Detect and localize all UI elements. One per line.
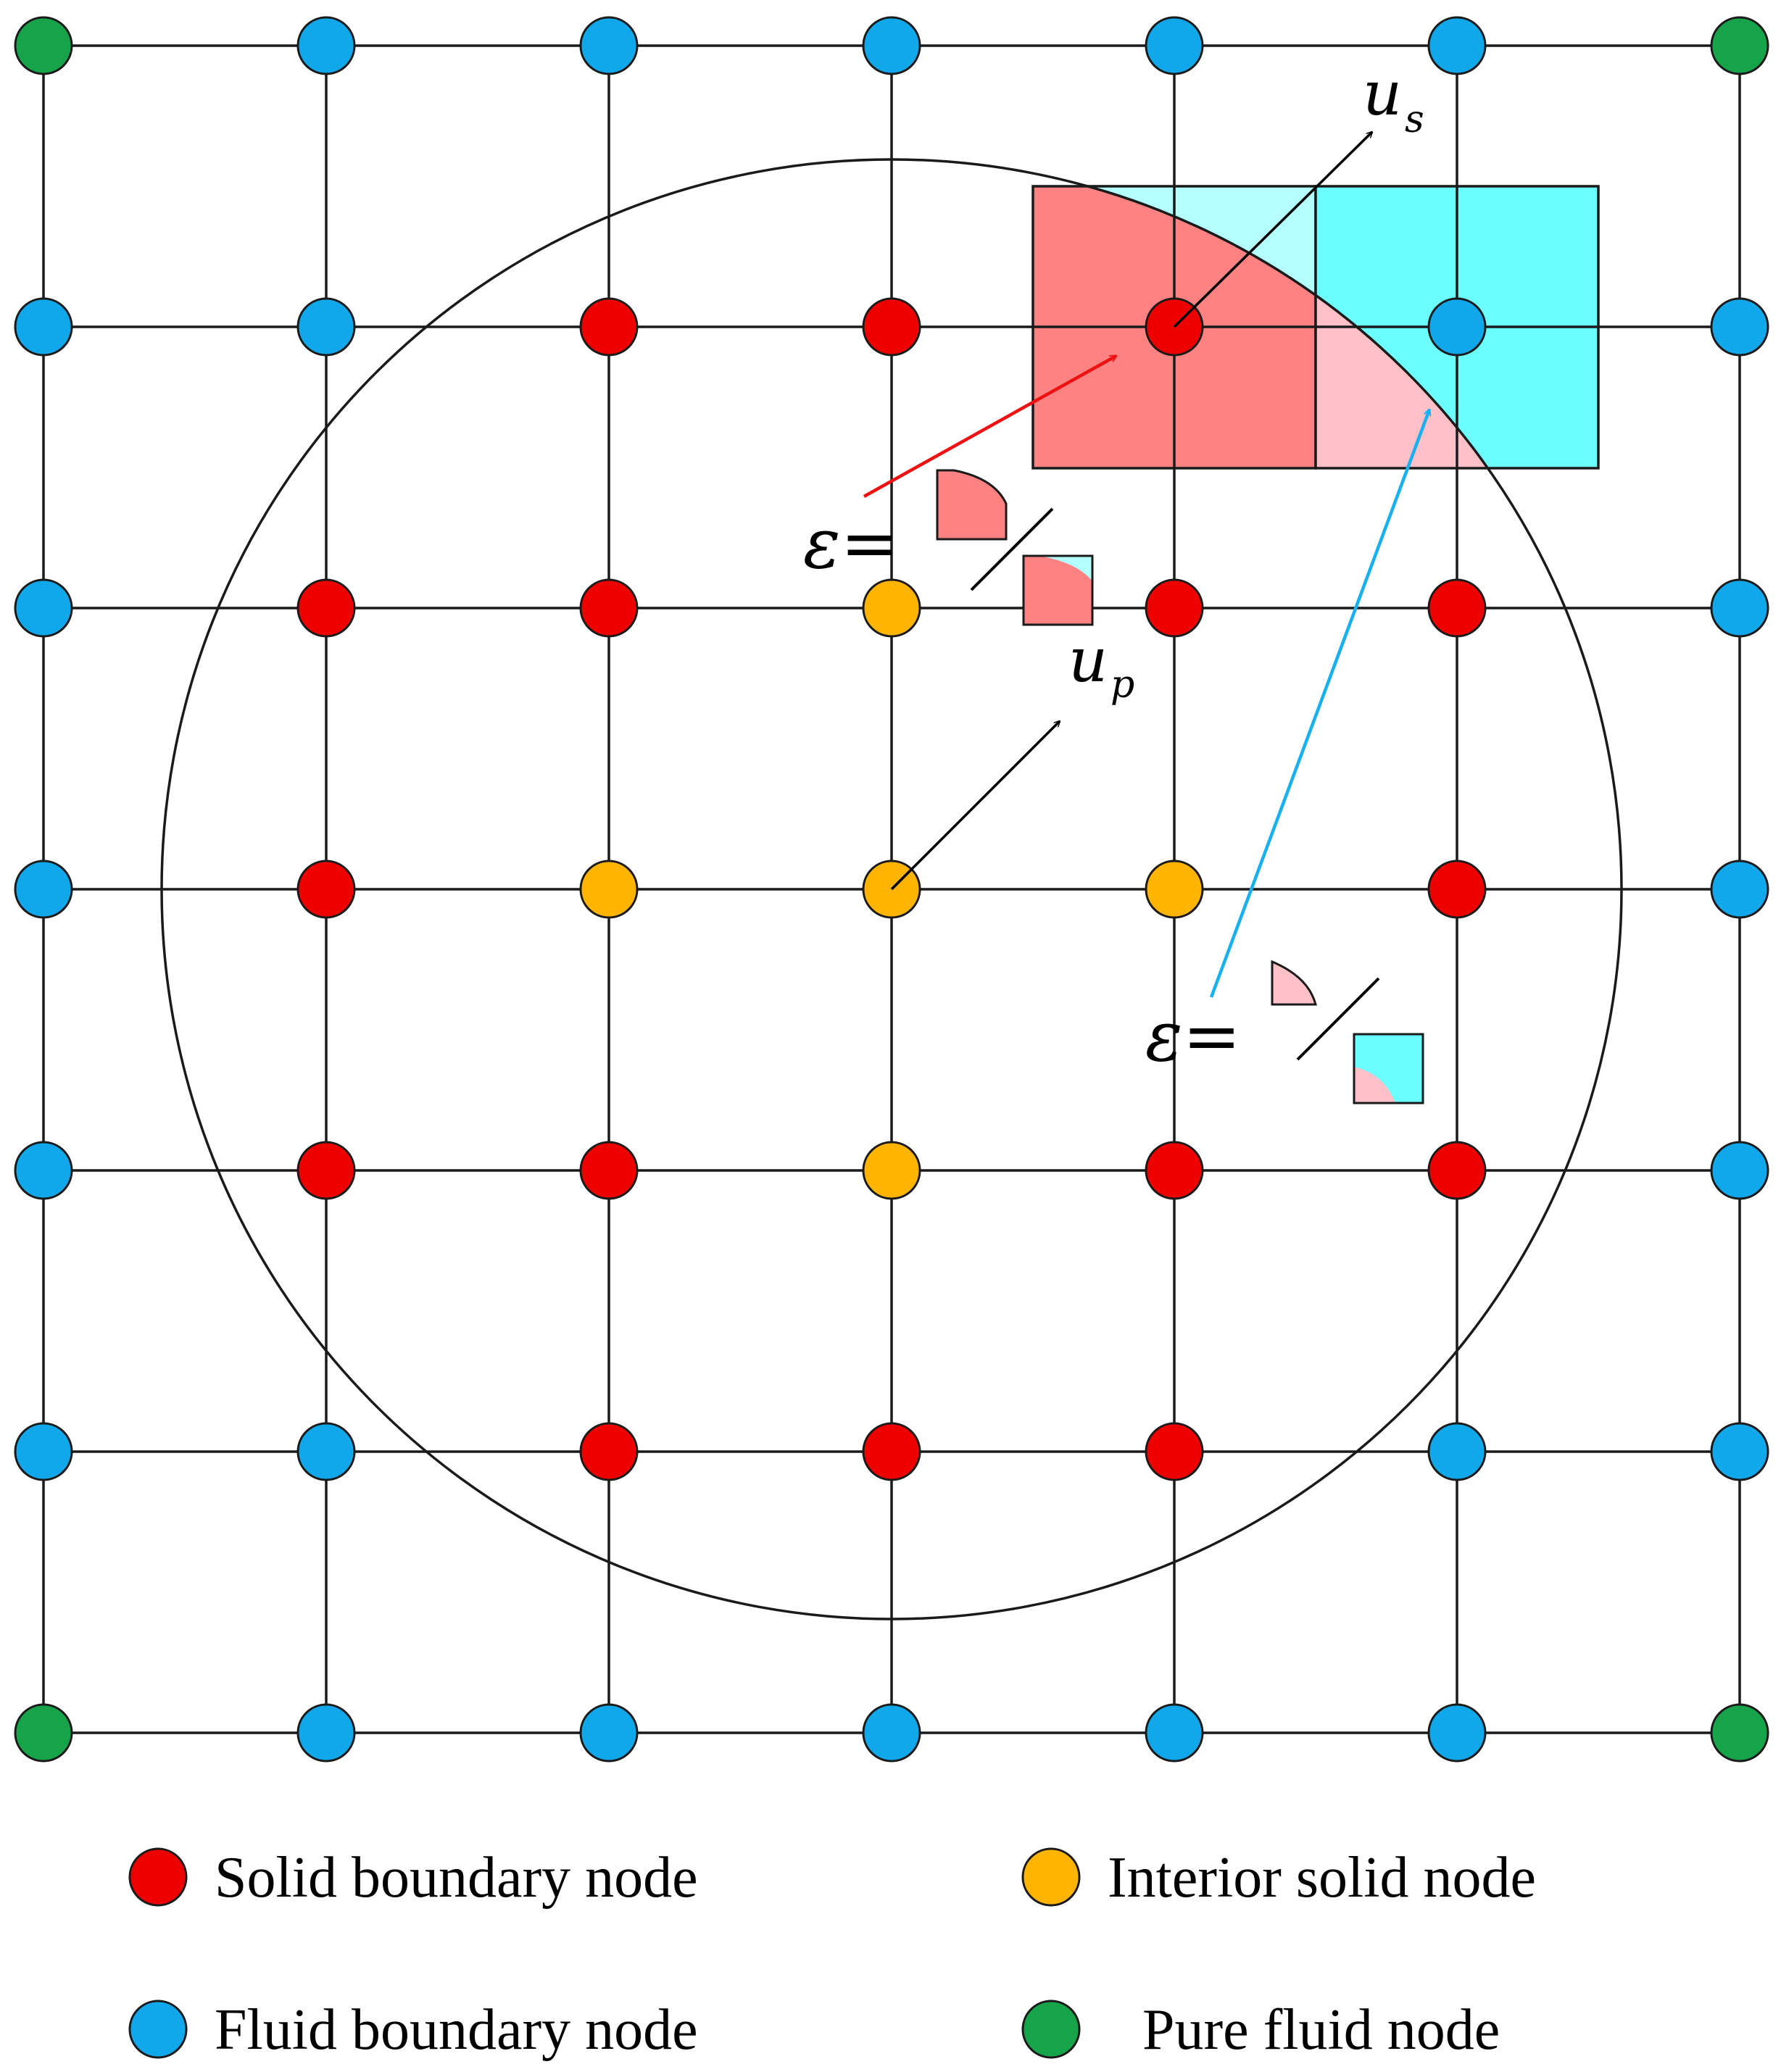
fluid-boundary-node <box>296 16 356 75</box>
legend-label-fluid-boundary: Fluid boundary node <box>215 1998 698 2062</box>
solid-fraction-pointer-arrow <box>863 354 1116 498</box>
fluid-boundary-node <box>579 16 639 75</box>
solid-boundary-node <box>579 1141 639 1200</box>
u-p-label: u p <box>1068 625 1134 707</box>
legend-label-pure-fluid: Pure fluid node <box>1142 1998 1500 2062</box>
epsilon-equals-lower: ε= <box>1145 996 1241 1077</box>
fluid-boundary-node <box>1710 297 1769 357</box>
interior-solid-swatch <box>1021 1847 1081 1907</box>
u-s-label: u s <box>1363 58 1424 141</box>
fluid-boundary-node <box>296 1422 356 1481</box>
legend-item-fluid-boundary: Fluid boundary node <box>128 1998 698 2062</box>
solid-boundary-node <box>579 297 639 357</box>
interior-solid-node <box>862 578 921 638</box>
cell-area-denominator-shape <box>1022 554 1094 626</box>
fluid-boundary-node <box>579 1703 639 1763</box>
solid-area-numerator-shape <box>936 469 1008 541</box>
solid-sliver-numerator-shape <box>1271 960 1317 1006</box>
fluid-boundary-node <box>14 578 73 638</box>
fluid-boundary-node <box>862 16 921 75</box>
fluid-boundary-node <box>1427 1422 1487 1481</box>
epsilon-equals-upper: ε= <box>803 503 899 584</box>
pure-fluid-node <box>1710 16 1769 75</box>
pure-fluid-node <box>14 1703 73 1763</box>
fluid-boundary-node <box>14 1422 73 1481</box>
solid-boundary-node <box>296 578 356 638</box>
solid-boundary-node <box>1145 1141 1204 1200</box>
legend-item-interior-solid: Interior solid node <box>1021 1846 1536 1910</box>
fluid-boundary-node <box>1710 860 1769 919</box>
legend-item-solid-boundary: Solid boundary node <box>128 1846 698 1910</box>
fluid-boundary-node <box>1710 1141 1769 1200</box>
fluid-boundary-node <box>1710 578 1769 638</box>
fluid-volume-fraction-formula: ε= <box>1145 960 1424 1104</box>
interior-solid-node <box>1145 860 1204 919</box>
solid-boundary-node <box>1145 1422 1204 1481</box>
fraction-slash-lower <box>1296 977 1380 1061</box>
legend-item-pure-fluid: Pure fluid node <box>1021 1998 1500 2062</box>
lattice-nodes <box>14 16 1769 1763</box>
particle-boundary-circle <box>160 158 1623 1620</box>
solid-volume-fraction-formula: ε= <box>803 469 1094 626</box>
solid-boundary-node <box>862 1422 921 1481</box>
fluid-boundary-node <box>14 297 73 357</box>
solid-boundary-node <box>296 860 356 919</box>
solid-boundary-node <box>862 297 921 357</box>
solid-boundary-node <box>579 578 639 638</box>
fluid-boundary-node <box>1145 16 1204 75</box>
fluid-boundary-swatch <box>128 2000 188 2059</box>
fluid-fraction-pointer-arrow <box>1209 409 1429 998</box>
fluid-boundary-node <box>1145 1703 1204 1763</box>
u-s-subscript: s <box>1405 98 1424 141</box>
u-s-velocity-arrow <box>1173 132 1372 328</box>
fluid-boundary-node <box>1427 16 1487 75</box>
fluid-boundary-node <box>1427 297 1487 357</box>
solid-boundary-node <box>579 1422 639 1481</box>
solid-boundary-node <box>1145 578 1204 638</box>
u-s-symbol: u <box>1363 58 1402 129</box>
fluid-boundary-node <box>1427 1703 1487 1763</box>
solid-boundary-node <box>1427 860 1487 919</box>
fluid-boundary-node <box>14 1141 73 1200</box>
u-p-velocity-arrow <box>890 721 1060 891</box>
solid-boundary-node <box>1427 578 1487 638</box>
pure-fluid-node <box>14 16 73 75</box>
u-p-subscript: p <box>1110 663 1134 707</box>
legend-label-interior-solid: Interior solid node <box>1108 1846 1536 1910</box>
interior-solid-node <box>862 1141 921 1200</box>
fluid-boundary-node <box>296 297 356 357</box>
cell-area-denominator-shape-lower <box>1353 1033 1424 1104</box>
solid-boundary-node <box>1427 1141 1487 1200</box>
fluid-boundary-node <box>1710 1422 1769 1481</box>
legend: Solid boundary node Interior solid node … <box>128 1846 1536 2062</box>
pure-fluid-swatch <box>1021 2000 1081 2059</box>
legend-label-solid-boundary: Solid boundary node <box>215 1846 698 1910</box>
interior-solid-node <box>579 860 639 919</box>
fraction-slash-upper <box>970 507 1054 591</box>
fluid-boundary-node <box>296 1703 356 1763</box>
u-p-symbol: u <box>1068 625 1108 696</box>
highlighted-cells <box>1031 185 1600 470</box>
pure-fluid-node <box>1710 1703 1769 1763</box>
solid-boundary-swatch <box>128 1847 188 1907</box>
solid-boundary-node <box>296 1141 356 1200</box>
fluid-boundary-node <box>14 860 73 919</box>
fluid-boundary-node <box>862 1703 921 1763</box>
